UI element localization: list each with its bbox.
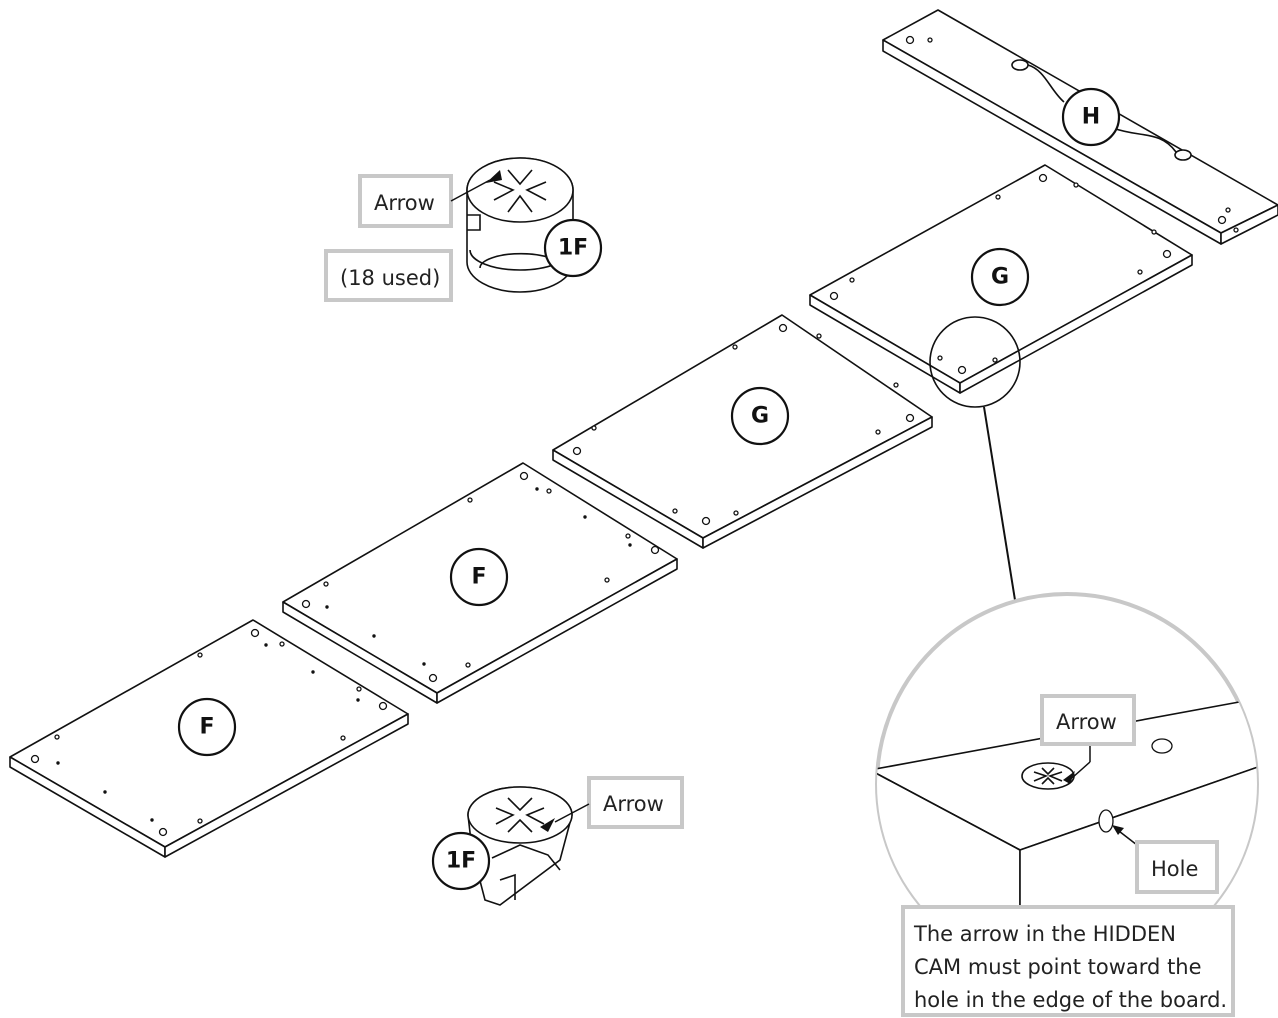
part-label-h: H <box>1061 87 1121 147</box>
callout-used-count: (18 used) <box>324 249 453 302</box>
part-label-g-lower: G <box>730 386 790 446</box>
instruction-note-line-3: hole in the edge of the board. <box>914 988 1227 1012</box>
part-label-g-upper-text: G <box>991 265 1009 290</box>
callout-used-count-text: (18 used) <box>340 266 440 290</box>
part-label-f-upper: F <box>449 547 509 607</box>
part-label-1f-bottom-text: 1F <box>446 849 476 874</box>
part-label-f-lower: F <box>177 697 237 757</box>
part-label-f-lower-text: F <box>199 715 214 740</box>
part-label-h-text: H <box>1082 105 1100 130</box>
callout-arrow-bottom-text: Arrow <box>603 792 664 816</box>
instruction-note-line-1: The arrow in the HIDDEN <box>913 922 1176 946</box>
callout-arrow-detail-text: Arrow <box>1056 710 1117 734</box>
detail-source-circle <box>929 316 1021 408</box>
instruction-note-line-2: CAM must point toward the <box>914 955 1202 979</box>
callout-arrow-top: Arrow <box>358 174 491 228</box>
callout-arrow-top-text: Arrow <box>374 191 435 215</box>
part-label-f-upper-text: F <box>471 565 486 590</box>
part-label-g-upper: G <box>970 247 1030 307</box>
part-label-1f-top: 1F <box>543 218 603 278</box>
cam-fitting-bottom <box>467 786 573 906</box>
callout-arrow-detail: Arrow <box>1040 694 1136 746</box>
part-label-1f-bottom: 1F <box>431 831 491 891</box>
instruction-note: The arrow in the HIDDEN CAM must point t… <box>901 905 1235 1017</box>
callout-arrow-bottom: Arrow <box>554 776 684 829</box>
callout-hole-detail: Hole <box>1135 840 1219 894</box>
part-label-1f-top-text: 1F <box>558 236 588 261</box>
detail-leader-line <box>983 406 1016 601</box>
callout-hole-detail-text: Hole <box>1151 857 1198 881</box>
part-label-g-lower-text: G <box>751 404 769 429</box>
